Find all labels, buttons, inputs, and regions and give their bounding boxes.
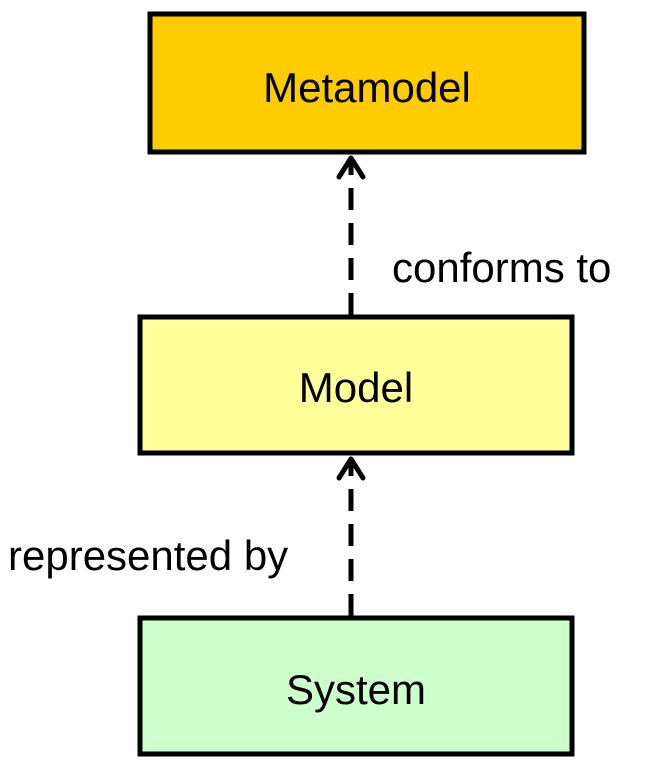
represented-by-arrowhead [336, 456, 366, 481]
represented-by-label: represented by [8, 532, 288, 579]
conforms-to-label: conforms to [392, 244, 611, 291]
model-node: Model [137, 314, 575, 456]
represented-by-edge: represented by [8, 456, 366, 616]
metamodel-node: Metamodel [147, 11, 587, 155]
metamodel-box [147, 11, 587, 155]
model-box [137, 314, 575, 456]
conforms-to-edge: conforms to [336, 155, 611, 315]
system-box [137, 615, 575, 757]
metamodel-label: Metamodel [263, 64, 471, 111]
model-label: Model [299, 364, 413, 411]
system-label: System [286, 666, 426, 713]
conforms-to-arrowhead [336, 155, 366, 180]
system-node: System [137, 615, 575, 757]
